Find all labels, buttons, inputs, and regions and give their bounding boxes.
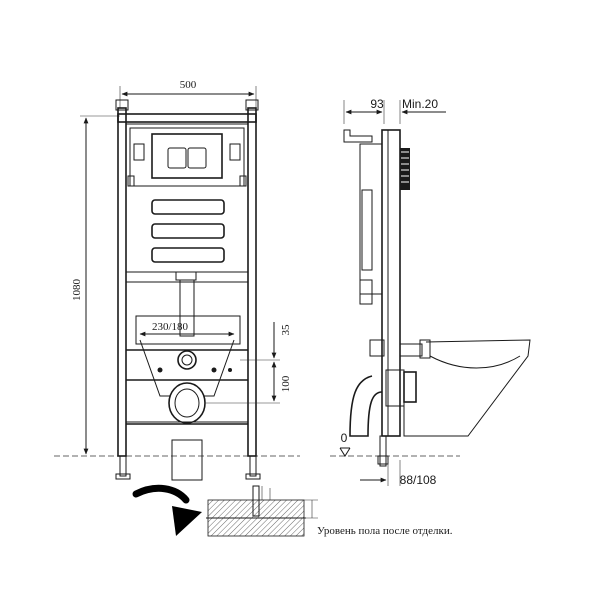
clip-left: [133, 143, 145, 161]
depth-label: 93: [370, 97, 384, 111]
frame-left-post: [117, 107, 127, 457]
drain-stub: [171, 439, 203, 481]
flush-button-right: [187, 147, 207, 169]
toilet-bowl: [403, 339, 531, 437]
floor-caption: Уровень пола после отделки.: [317, 525, 453, 537]
floor-detail: Уровень пола после отделки.: [132, 484, 453, 537]
outlet-pipe-side: [403, 371, 417, 403]
frame-top-rail: [117, 113, 257, 123]
flush-plate-side: [400, 148, 410, 190]
flush-plate: [151, 133, 223, 179]
foot-left: [115, 473, 131, 480]
pointer-arrow: [132, 484, 190, 504]
drain-label: 230/180: [152, 321, 189, 333]
frame-upright: [381, 129, 401, 437]
side-view: 93 Min.20 0: [330, 97, 531, 487]
height-label: 1080: [71, 279, 83, 302]
offset-top-label: 35: [280, 324, 292, 336]
cistern-side: [359, 143, 383, 295]
outlet-label: 88/108: [400, 473, 437, 487]
foot-side: [379, 435, 387, 467]
cistern-slot-1: [151, 199, 225, 215]
foot-right: [245, 473, 261, 480]
front-view: 500 1080: [54, 79, 300, 481]
width-label: 500: [180, 79, 197, 91]
outlet-connection: [168, 382, 206, 424]
waste-bend: [349, 375, 383, 437]
clip-right: [229, 143, 241, 161]
supply-connection: [177, 350, 197, 370]
offset-bottom-label: 100: [280, 375, 292, 392]
cistern-slot-2: [151, 223, 225, 239]
flush-button-left: [167, 147, 187, 169]
clearance-label: Min.20: [402, 97, 438, 111]
floor-level-label: 0: [341, 431, 348, 445]
cistern-slot-3: [151, 247, 225, 263]
frame-right-post: [247, 107, 257, 457]
